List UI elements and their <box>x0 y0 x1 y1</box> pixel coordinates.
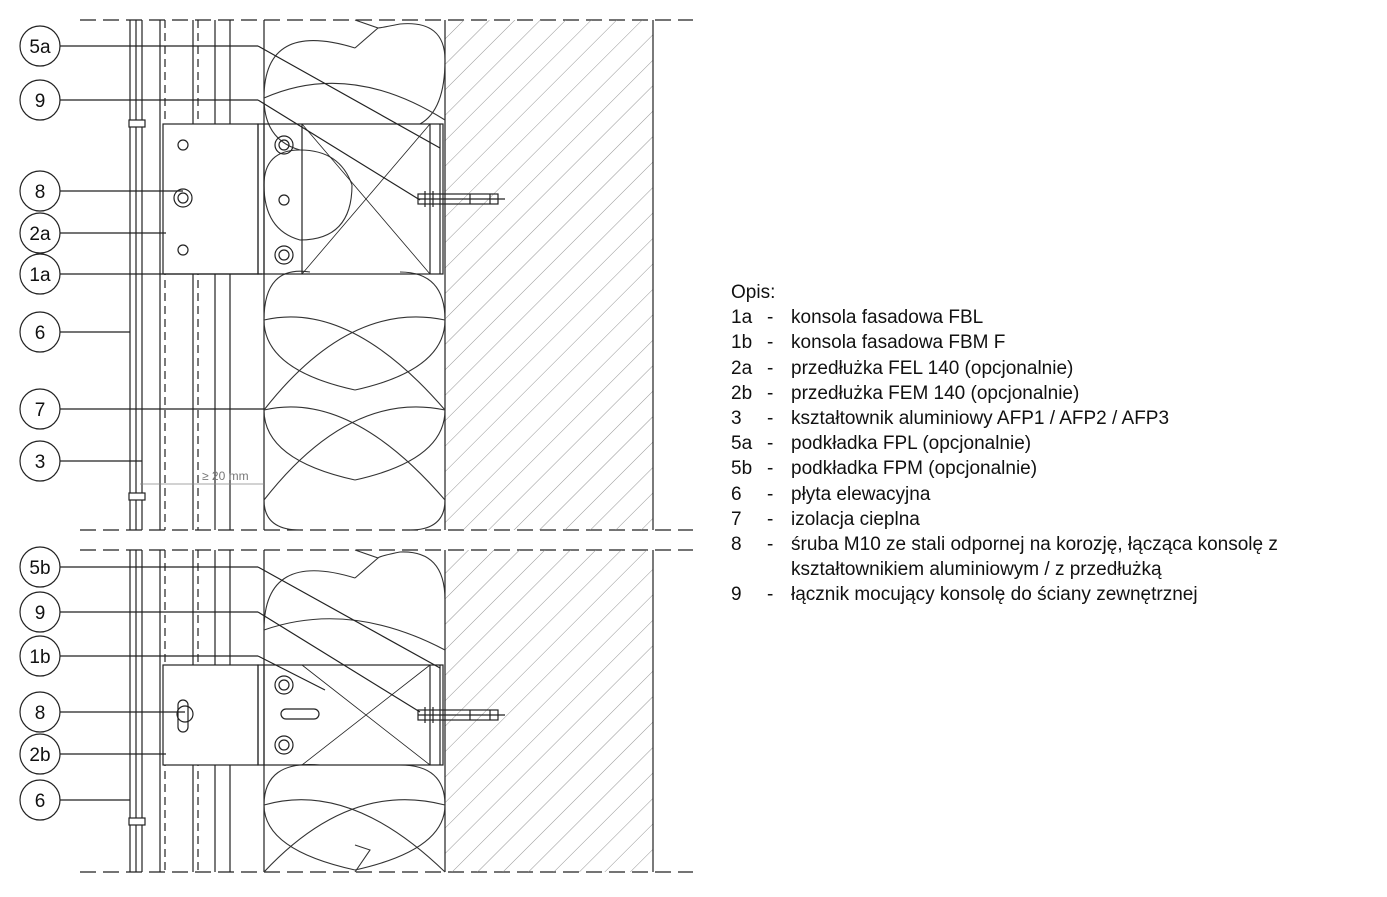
callout-6-bottom <box>19 779 61 821</box>
callout-2b <box>19 733 61 775</box>
svg-text:6: 6 <box>35 791 46 812</box>
legend-code: 5b <box>731 458 753 480</box>
legend-item: 5a-podkładka FPL (opcjonalnie) <box>731 431 1278 456</box>
dimension-label: ≥ 20 mm <box>202 469 249 483</box>
bolt-8-top <box>173 188 193 208</box>
slot-bottom <box>280 708 320 720</box>
legend-code: 2a <box>731 357 753 379</box>
top-callout-labels: 5a 9 8 2a 1a 6 7 3 <box>29 37 51 473</box>
callout-8-top <box>19 170 61 212</box>
legend-desc: przedłużka FEM 140 (opcjonalnie) <box>791 382 1080 404</box>
callout-6-top <box>19 311 61 353</box>
legend-item: 6 -płyta elewacyjna <box>731 482 1278 507</box>
extension-2a <box>162 123 259 275</box>
callout-7 <box>19 388 61 430</box>
rivet-bottom <box>128 492 146 501</box>
legend-dash: - <box>767 382 774 404</box>
bottom-callout-labels: 5b 9 1b 8 2b 6 <box>29 558 50 812</box>
legend-item: 8 -śruba M10 ze stali odpornej na korozję… <box>731 532 1278 582</box>
bolt-8-bottom <box>176 705 194 723</box>
svg-text:3: 3 <box>35 452 46 473</box>
top-detail <box>80 19 693 531</box>
top-callouts <box>19 25 441 482</box>
legend-item: 1b-konsola fasadowa FBM F <box>731 330 1278 355</box>
legend-code: 8 <box>731 534 742 556</box>
legend-desc: płyta elewacyjna <box>791 483 931 505</box>
rivet-top <box>128 119 146 128</box>
svg-text:5a: 5a <box>29 37 51 58</box>
legend-code: 2b <box>731 382 753 404</box>
svg-text:2a: 2a <box>29 224 51 245</box>
legend-desc: śruba M10 ze stali odpornej na korozję, … <box>791 534 1278 581</box>
svg-text:2b: 2b <box>29 745 50 766</box>
callout-5a <box>19 25 61 67</box>
svg-text:5b: 5b <box>29 558 50 579</box>
legend-dash: - <box>767 332 774 354</box>
callout-8-bottom <box>19 691 61 733</box>
legend-code: 7 <box>731 508 742 530</box>
legend-desc: izolacja cieplna <box>791 508 920 530</box>
legend-dash: - <box>767 584 774 606</box>
legend-item: 5b-podkładka FPM (opcjonalnie) <box>731 456 1278 481</box>
callout-3 <box>19 440 61 482</box>
legend-item: 1a-konsola fasadowa FBL <box>731 305 1278 330</box>
svg-text:1a: 1a <box>29 265 51 286</box>
legend-code: 9 <box>731 584 742 606</box>
extension-2b <box>162 664 259 766</box>
legend-code: 5a <box>731 433 753 455</box>
legend-code: 1b <box>731 332 753 354</box>
legend-desc: podkładka FPM (opcjonalnie) <box>791 458 1038 480</box>
legend-dash: - <box>767 508 774 530</box>
callout-5b <box>19 546 61 588</box>
legend-code: 1a <box>731 307 753 329</box>
legend-desc: podkładka FPL (opcjonalnie) <box>791 433 1032 455</box>
legend-item: 3 -kształtownik aluminiowy AFP1 / AFP2 / … <box>731 406 1278 431</box>
callout-2a <box>19 212 61 254</box>
svg-text:1b: 1b <box>29 647 50 668</box>
legend-desc: łącznik mocujący konsolę do ściany zewnę… <box>791 584 1198 606</box>
bottom-callouts <box>19 546 441 821</box>
bottom-detail <box>80 549 693 873</box>
legend: Opis: 1a-konsola fasadowa FBL 1b-konsola… <box>731 280 1278 608</box>
legend-item: 9 -łącznik mocujący konsolę do ściany zew… <box>731 582 1278 607</box>
svg-text:7: 7 <box>35 400 46 421</box>
legend-title: Opis: <box>731 282 776 303</box>
svg-text:8: 8 <box>35 182 46 203</box>
insulation-bottom <box>263 549 446 873</box>
anchor-9-bottom <box>417 707 505 723</box>
legend-item: 2b-przedłużka FEM 140 (opcjonalnie) <box>731 381 1278 406</box>
legend-dash: - <box>767 483 774 505</box>
insulation <box>263 19 446 531</box>
legend-desc: przedłużka FEL 140 (opcjonalnie) <box>791 357 1074 379</box>
legend-dash: - <box>767 307 774 329</box>
legend-dash: - <box>767 357 774 379</box>
legend-desc: kształtownik aluminiowy AFP1 / AFP2 / AF… <box>791 408 1170 430</box>
legend-dash: - <box>767 433 774 455</box>
callout-1a <box>19 253 61 295</box>
svg-text:6: 6 <box>35 323 46 344</box>
callout-9-bottom <box>19 591 61 633</box>
legend-code: 6 <box>731 483 742 505</box>
wall-hatch <box>445 20 653 530</box>
legend-desc: konsola fasadowa FBL <box>791 307 984 329</box>
callout-9-top <box>19 79 61 121</box>
callout-1b <box>19 635 61 677</box>
legend-item: 2a-przedłużka FEL 140 (opcjonalnie) <box>731 356 1278 381</box>
legend-desc: konsola fasadowa FBM F <box>791 332 1006 354</box>
svg-text:9: 9 <box>35 603 46 624</box>
legend-dash: - <box>767 534 774 556</box>
legend-item: 7 -izolacja cieplna <box>731 507 1278 532</box>
legend-code: 3 <box>731 408 742 430</box>
legend-dash: - <box>767 458 774 480</box>
svg-text:9: 9 <box>35 91 46 112</box>
svg-text:8: 8 <box>35 703 46 724</box>
legend-dash: - <box>767 408 774 430</box>
